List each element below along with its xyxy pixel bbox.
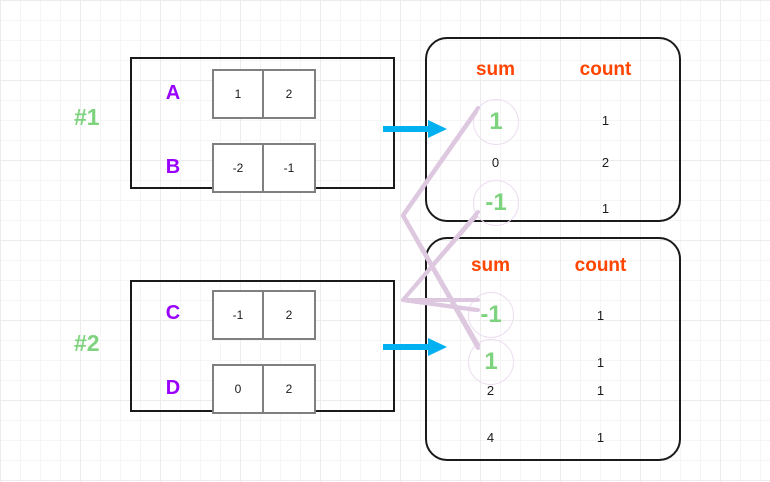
group-label-1: #1 xyxy=(74,104,100,130)
panel2-sum-3: 4 xyxy=(486,430,495,445)
cell-d-0: 0 xyxy=(214,366,264,412)
row-key-a: A xyxy=(165,82,181,104)
panel2-count-1: 1 xyxy=(596,355,605,370)
panel2-count-0: 1 xyxy=(596,308,605,323)
panel2-count-2: 1 xyxy=(596,383,605,398)
panel1-header-count: count xyxy=(579,59,632,80)
panel2-header-count: count xyxy=(574,255,627,276)
row-key-d: D xyxy=(165,377,181,399)
connector-line-b xyxy=(401,214,478,312)
pair-a: 1 2 xyxy=(212,69,316,119)
cell-a-1: 2 xyxy=(285,87,293,101)
pair-c: -1 2 xyxy=(212,290,316,340)
group-label-2: #2 xyxy=(74,330,100,356)
panel2-sum-2: 2 xyxy=(486,383,495,398)
panel1-sum-0: 1 xyxy=(473,99,519,145)
arrow-right-icon-group2 xyxy=(383,338,447,356)
pair-d: 0 2 xyxy=(212,364,316,414)
connector-line-a xyxy=(401,110,480,350)
cell-d-1: 2 xyxy=(285,382,293,396)
row-key-c: C xyxy=(165,302,181,324)
panel2-sum-0: -1 xyxy=(468,292,514,338)
cell-c-0: -1 xyxy=(214,292,264,338)
panel1-count-2: 1 xyxy=(601,201,610,216)
panel1-count-0: 1 xyxy=(601,113,610,128)
panel1-header-sum: sum xyxy=(475,59,516,80)
cell-b-1: -1 xyxy=(283,161,295,175)
row-key-b: B xyxy=(165,156,181,178)
panel1-count-1: 2 xyxy=(601,155,610,170)
cell-b-0: -2 xyxy=(214,145,264,191)
panel1-sum-1: 0 xyxy=(491,155,500,170)
panel2-count-3: 1 xyxy=(596,430,605,445)
panel1-sum-2: -1 xyxy=(473,180,519,226)
arrow-right-icon-group1 xyxy=(383,120,447,138)
pair-b: -2 -1 xyxy=(212,143,316,193)
cell-a-0: 1 xyxy=(214,71,264,117)
cell-c-1: 2 xyxy=(285,308,293,322)
panel2-header-sum: sum xyxy=(470,255,511,276)
panel2-sum-1: 1 xyxy=(468,339,514,385)
